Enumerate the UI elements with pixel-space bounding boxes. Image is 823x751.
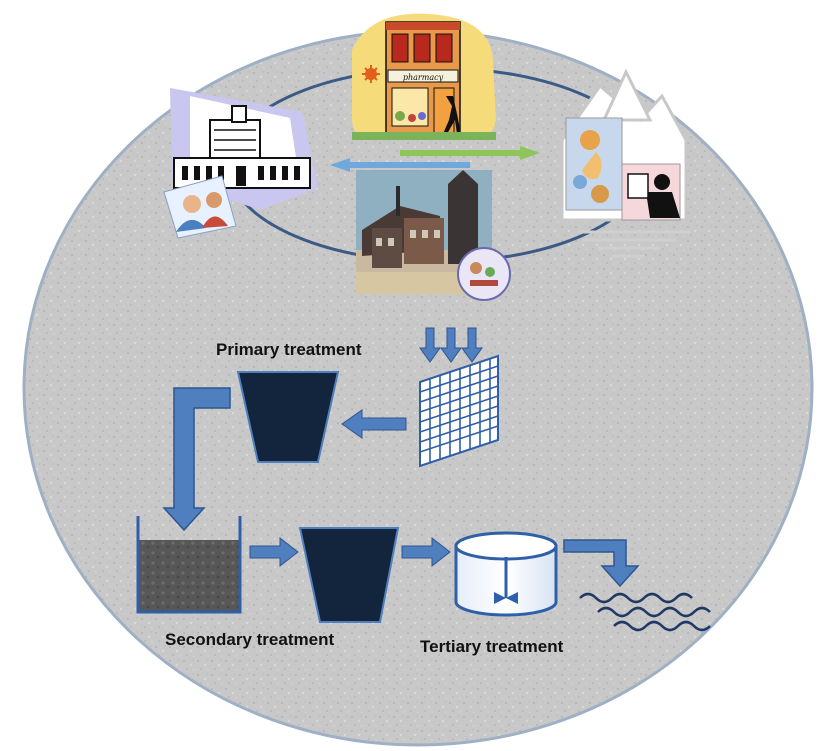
arrow-primary-to-secondary xyxy=(162,387,231,532)
tertiary-treatment-label: Tertiary treatment xyxy=(420,637,564,656)
pharmacy-icon: pharmacy xyxy=(351,13,496,140)
secondary-treatment-label: Secondary treatment xyxy=(165,630,335,649)
exchange-arrows xyxy=(330,146,540,172)
factory-icon xyxy=(356,170,511,301)
outflow-water-waves xyxy=(579,592,711,632)
bar-screen xyxy=(419,354,499,468)
inflow-arrows xyxy=(419,327,483,363)
arrow-secondary-to-tertiary xyxy=(401,536,451,568)
hospital-icon xyxy=(163,88,318,239)
arrow-screen-to-primary xyxy=(341,409,407,439)
aeration-basin xyxy=(136,516,242,614)
primary-clarifier xyxy=(236,371,340,463)
mixer-impeller xyxy=(494,592,506,604)
arrow-basin-to-clarifier xyxy=(249,536,299,568)
arrow-tertiary-to-outflow xyxy=(563,539,640,588)
pharmacy-sign: pharmacy xyxy=(403,73,444,82)
household-icon xyxy=(560,68,690,258)
tertiary-reactor xyxy=(454,531,558,617)
primary-treatment-label: Primary treatment xyxy=(216,340,362,359)
secondary-clarifier xyxy=(298,527,400,623)
